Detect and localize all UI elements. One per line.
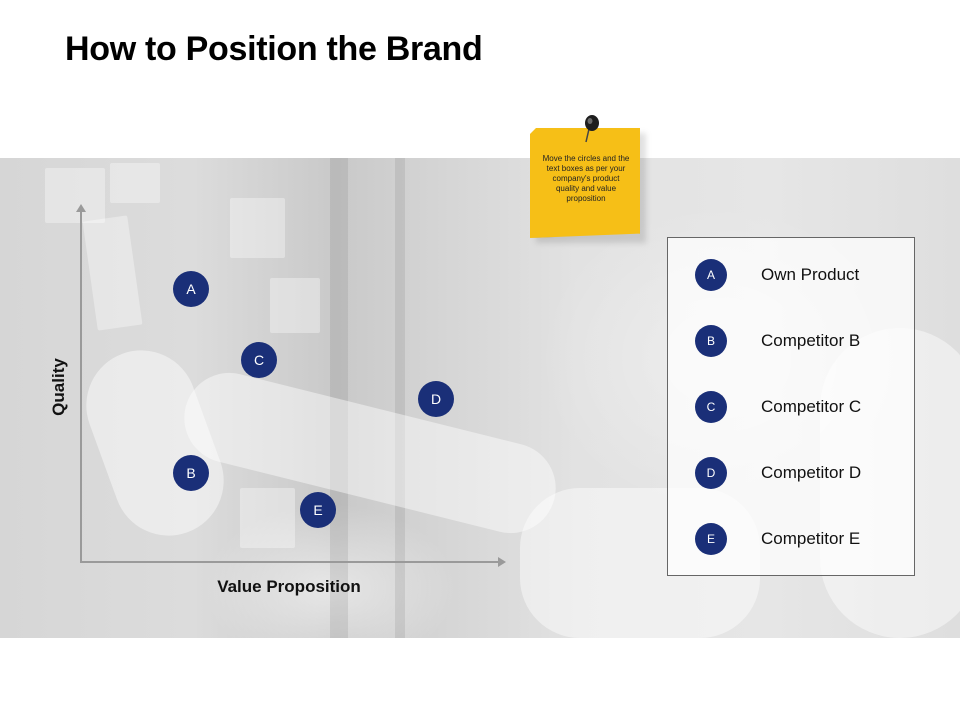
legend-marker-d: D — [695, 457, 727, 489]
x-axis-label: Value Proposition — [217, 577, 361, 596]
legend-marker-a: A — [695, 259, 727, 291]
legend-label[interactable]: Competitor B — [761, 331, 861, 350]
legend-label[interactable]: Own Product — [761, 265, 860, 284]
legend-box: A Own Product B Competitor B C Competito… — [667, 237, 915, 576]
legend-label[interactable]: Competitor E — [761, 529, 861, 548]
position-marker-c[interactable]: C — [241, 342, 277, 378]
sticky-note-text: Move the circles and the text boxes as p… — [542, 154, 630, 203]
slide-title: How to Position the Brand — [65, 30, 483, 68]
legend-marker-b: B — [695, 325, 727, 357]
legend-label[interactable]: Competitor D — [761, 463, 862, 482]
legend-item: B Competitor B — [668, 325, 914, 361]
pushpin-icon — [585, 115, 599, 143]
legend-item: E Competitor E — [668, 523, 914, 559]
position-marker-e[interactable]: E — [300, 492, 336, 528]
legend-marker-c: C — [695, 391, 727, 423]
x-axis — [80, 557, 506, 567]
legend-marker-e: E — [695, 523, 727, 555]
position-marker-b[interactable]: B — [173, 455, 209, 491]
legend-item: A Own Product — [668, 259, 914, 295]
y-axis — [76, 204, 86, 562]
position-marker-a[interactable]: A — [173, 271, 209, 307]
legend-item: D Competitor D — [668, 457, 914, 493]
y-axis-label: Quality — [49, 358, 68, 416]
position-marker-d[interactable]: D — [418, 381, 454, 417]
legend-item: C Competitor C — [668, 391, 914, 427]
sticky-note[interactable]: Move the circles and the text boxes as p… — [530, 128, 640, 238]
legend-label[interactable]: Competitor C — [761, 397, 862, 416]
